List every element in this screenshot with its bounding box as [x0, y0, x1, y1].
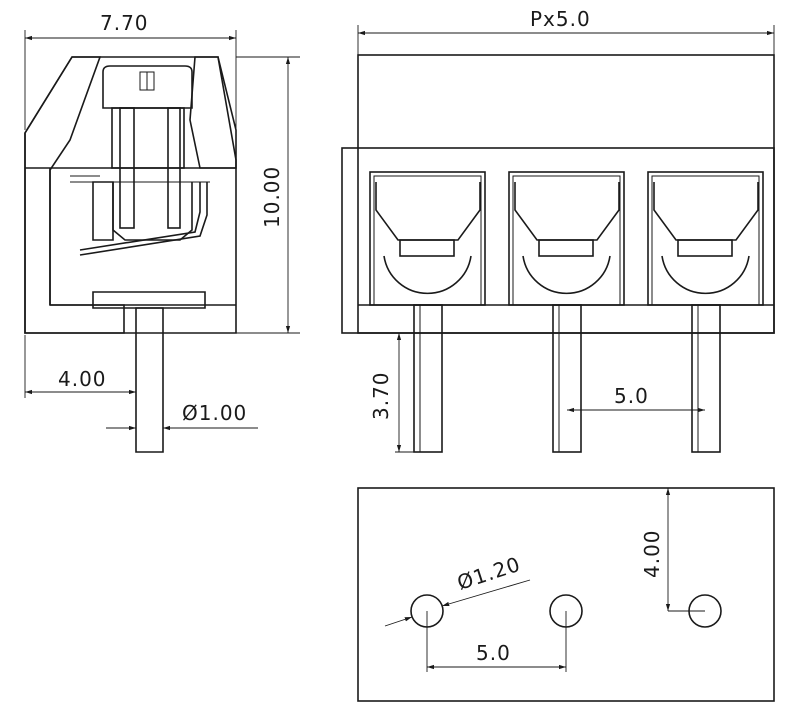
housing-mid-hatch: [92, 181, 114, 241]
front-housing: [357, 54, 775, 334]
pcb-hole-spacing-label: 5.0: [476, 641, 511, 665]
front-pin-spacing-label: 5.0: [614, 384, 649, 408]
front-view: Px5.0: [341, 7, 775, 453]
pcb-layout: Ø1.20 5.0 4.00: [357, 487, 775, 702]
side-pin-diameter-label: Ø1.00: [182, 401, 247, 425]
terminal-slot: [508, 171, 625, 453]
front-pin-length-label: 3.70: [369, 371, 393, 420]
pcb-outline: [357, 487, 775, 702]
side-width-label: 7.70: [100, 11, 149, 35]
pcb-row-offset-label: 4.00: [640, 529, 664, 578]
pcb-hole-diameter-label: Ø1.20: [454, 552, 524, 595]
housing-floor-hatch: [92, 291, 206, 309]
side-pin: [135, 307, 164, 453]
side-pin-offset-label: 4.00: [58, 367, 107, 391]
terminal-slot: [369, 171, 486, 453]
housing-right-block-hatch: [189, 56, 237, 169]
side-view: 7.70 10.00 4.00 Ø1.00: [24, 11, 300, 453]
terminal-slot: [647, 171, 764, 453]
screw-head: [102, 65, 193, 109]
front-pitch-label: Px5.0: [530, 7, 591, 31]
side-height-label: 10.00: [260, 166, 284, 228]
